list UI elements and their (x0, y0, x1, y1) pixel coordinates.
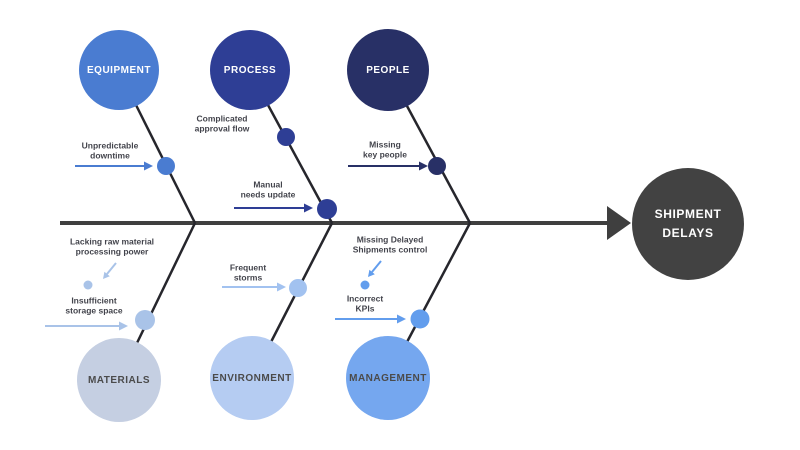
cause-node-manual-needs-update[interactable] (317, 199, 337, 219)
cause-arrow-lacking-raw-material (106, 262, 117, 275)
effect-label: SHIPMENT DELAYS (654, 206, 722, 240)
cause-arrowhead-icon (103, 271, 110, 279)
category-label-management: MANAGEMENT (349, 372, 427, 384)
cause-arrowhead-icon (368, 269, 375, 277)
category-label-equipment: EQUIPMENT (87, 64, 151, 76)
cause-arrowhead-icon (144, 161, 153, 171)
cause-label-manual-needs-update[interactable]: Manual needs update (240, 179, 296, 200)
category-circle-management[interactable]: MANAGEMENT (346, 336, 430, 420)
effect-circle-shipment-delays[interactable]: SHIPMENT DELAYS (632, 168, 744, 280)
category-circle-materials[interactable]: MATERIALS (77, 338, 161, 422)
cause-label-incorrect-kpis[interactable]: Incorrect KPIs (346, 293, 384, 314)
cause-node-frequent-storms[interactable] (289, 279, 307, 297)
category-circle-equipment[interactable]: EQUIPMENT (79, 30, 159, 110)
cause-node-incorrect-kpis[interactable] (410, 309, 430, 329)
category-circle-process[interactable]: PROCESS (210, 30, 290, 110)
cause-node-unpredictable-downtime[interactable] (157, 157, 175, 175)
category-circle-people[interactable]: PEOPLE (347, 29, 429, 111)
cause-label-frequent-storms[interactable]: Frequent storms (229, 262, 267, 283)
cause-arrow-missing-delayed-shipments (371, 260, 382, 273)
cause-node-complicated-approval-flow[interactable] (277, 128, 295, 146)
cause-arrowhead-icon (419, 161, 428, 171)
cause-node-missing-key-people[interactable] (428, 157, 446, 175)
cause-arrowhead-icon (397, 314, 406, 324)
cause-label-insufficient-storage[interactable]: Insufficient storage space (65, 295, 123, 316)
spine-arrowhead-icon (607, 206, 631, 240)
category-circle-environment[interactable]: ENVIRONMENT (210, 336, 294, 420)
cause-arrowhead-icon (277, 282, 286, 292)
cause-label-lacking-raw-material[interactable]: Lacking raw material processing power (69, 236, 155, 257)
cause-label-unpredictable-downtime[interactable]: Unpredictable downtime (81, 140, 139, 161)
category-label-environment: ENVIRONMENT (212, 372, 292, 384)
cause-node-lacking-raw-material[interactable] (83, 280, 93, 290)
category-label-people: PEOPLE (366, 64, 410, 76)
category-label-materials: MATERIALS (87, 374, 151, 386)
cause-label-missing-delayed-shipments[interactable]: Missing Delayed Shipments control (352, 234, 428, 255)
cause-node-missing-delayed-shipments[interactable] (360, 280, 370, 290)
cause-node-insufficient-storage[interactable] (135, 310, 155, 330)
cause-label-missing-key-people[interactable]: Missing key people (363, 139, 407, 160)
cause-arrowhead-icon (119, 321, 128, 331)
cause-arrowhead-icon (304, 203, 313, 213)
category-label-process: PROCESS (223, 64, 277, 76)
cause-label-complicated-approval-flow[interactable]: Complicated approval flow (194, 113, 250, 134)
